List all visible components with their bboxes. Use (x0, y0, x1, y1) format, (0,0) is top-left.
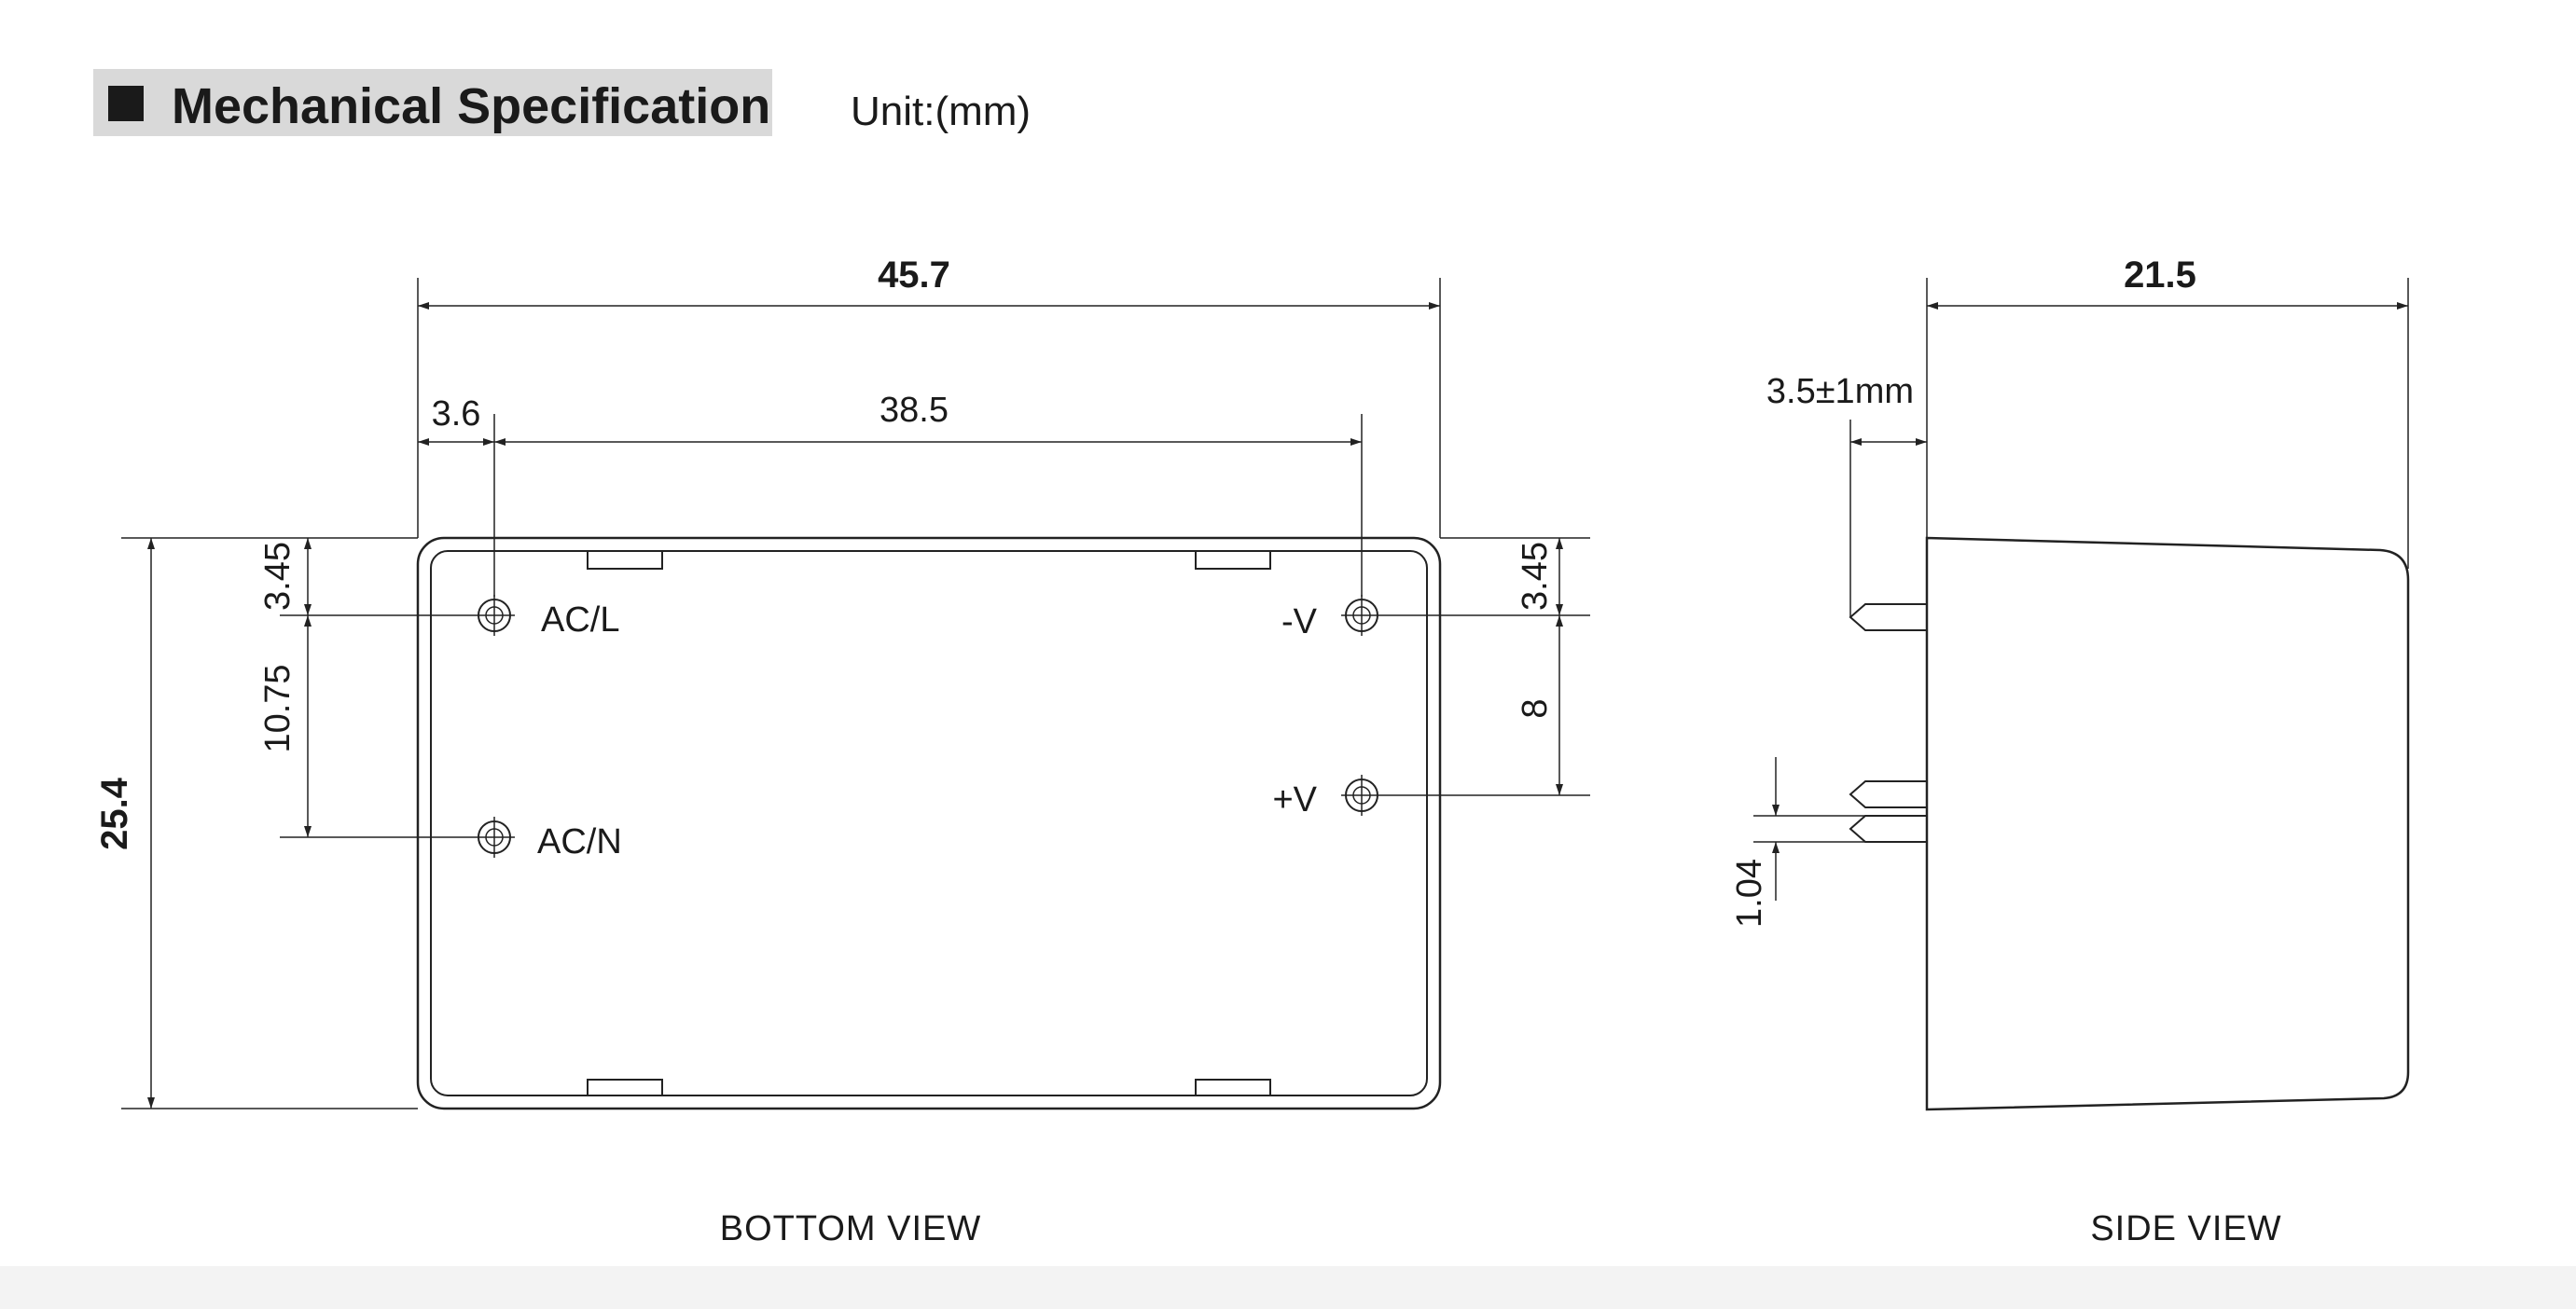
pin-vpos (1341, 775, 1382, 816)
dim-pin-offset-x: 3.6 (432, 394, 481, 434)
dim-ac-top-offset: 3.45 (258, 542, 298, 611)
pin-label-vpos: +V (1272, 780, 1317, 820)
side-pin-top (1849, 603, 1927, 631)
dim-pin-span: 38.5 (879, 391, 949, 430)
side-view-label: SIDE VIEW (2090, 1209, 2281, 1248)
bottom-view-outer-outline (416, 536, 1442, 1110)
dim-pin-thickness: 1.04 (1730, 859, 1769, 928)
notch-bottom-right (1195, 1079, 1271, 1095)
side-pin-bottom (1849, 815, 1927, 843)
bottom-view-label: BOTTOM VIEW (720, 1209, 982, 1248)
side-view: 21.5 3.5±1mm 1.04 SIDE VIEW (1730, 255, 2410, 1248)
header-band (93, 69, 772, 136)
dim-ac-spacing: 10.75 (258, 664, 298, 752)
bottom-view: AC/L AC/N -V +V 45.7 38.5 3.6 25.4 3.45 … (94, 255, 1590, 1248)
pin-label-acl: AC/L (541, 600, 619, 640)
pin-vneg (1341, 595, 1382, 636)
notch-top-right (1195, 551, 1271, 570)
pin-acl (474, 595, 515, 636)
bottom-view-inner-outline (430, 550, 1428, 1096)
section-header: Mechanical Specification Unit:(mm) (93, 69, 1031, 136)
dim-width: 45.7 (878, 255, 950, 296)
dim-dc-spacing: 8 (1516, 698, 1555, 718)
page-footer-strip (0, 1266, 2576, 1309)
pin-acn (474, 817, 515, 858)
dim-depth: 21.5 (2124, 255, 2196, 296)
notch-top-left (587, 551, 663, 570)
side-pin-mid (1849, 780, 1927, 808)
dim-height: 25.4 (94, 777, 135, 850)
unit-label: Unit:(mm) (851, 89, 1031, 134)
side-view-body (1925, 536, 2410, 1111)
pin-label-acn: AC/N (537, 822, 622, 861)
dim-pin-length: 3.5±1mm (1766, 372, 1914, 411)
notch-bottom-left (587, 1079, 663, 1095)
pin-label-vneg: -V (1281, 602, 1318, 641)
header-square-icon (108, 86, 144, 121)
section-title: Mechanical Specification (172, 78, 770, 134)
dim-dc-top-offset: 3.45 (1516, 542, 1555, 611)
